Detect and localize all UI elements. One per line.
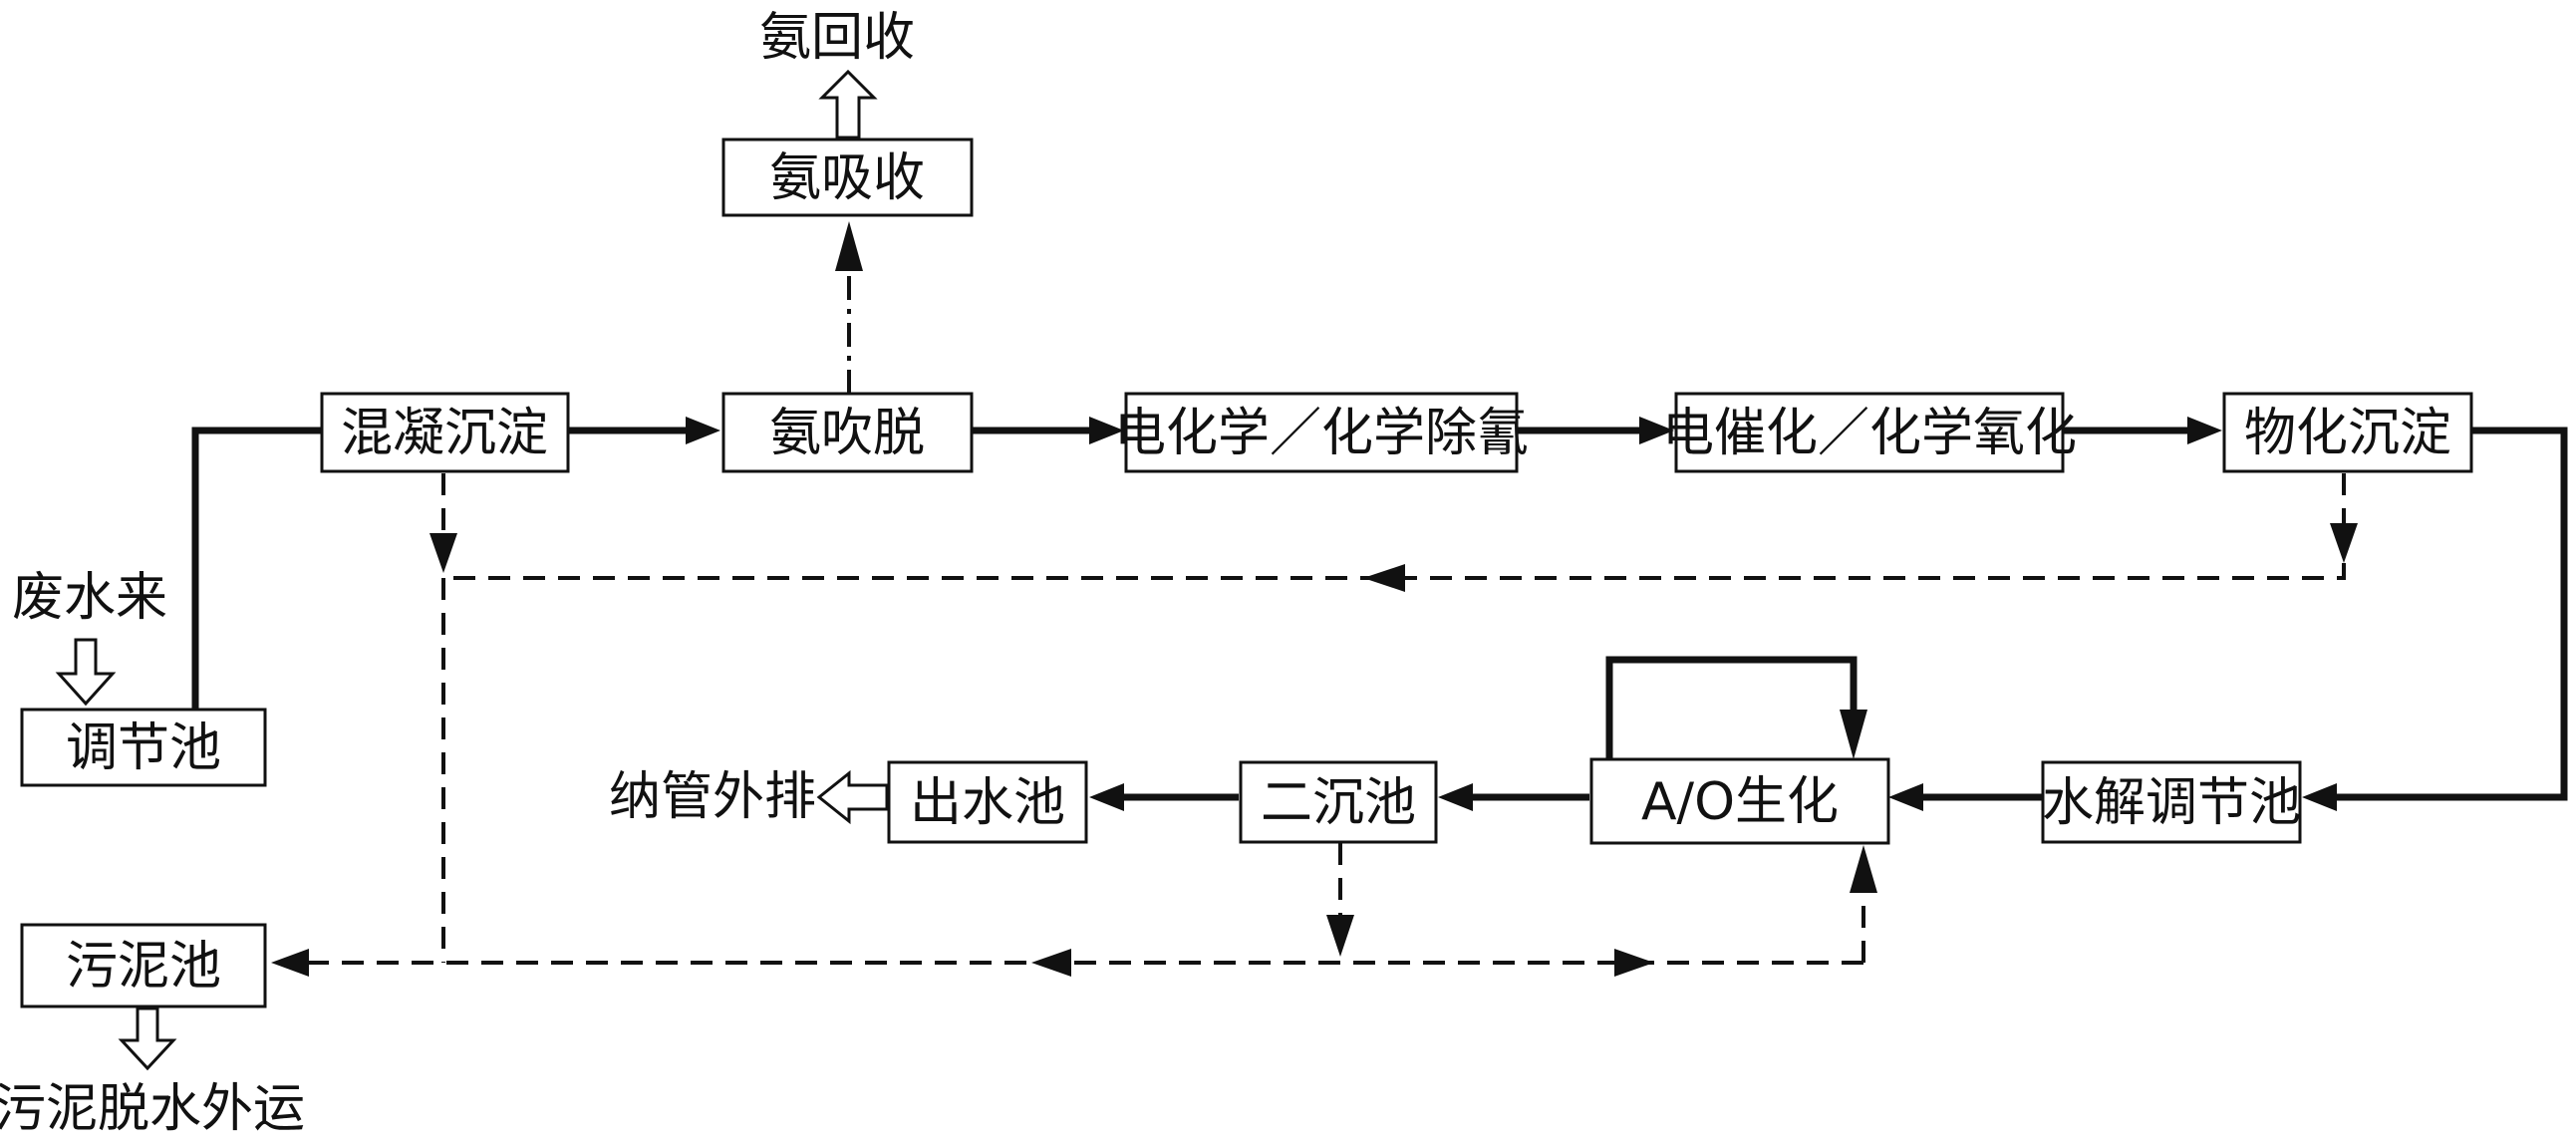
node-regulating-tank: 调节池 — [20, 708, 267, 787]
arrowhead-hydrolysis-in — [2302, 783, 2337, 811]
node-effluent-tank: 出水池 — [887, 760, 1088, 844]
sludge-upper-horizontal — [443, 563, 2346, 580]
node-label: 电化学／化学除氰 — [1114, 404, 1529, 463]
hollow-arrows — [55, 69, 889, 1071]
process-units: 调节池 混凝沉淀 氨吹脱 氨吸收 电化学／化学除氰 电催化／化学氧化 物化沉淀 — [20, 138, 2473, 1008]
node-hydrolysis-regulating-tank: 水解调节池 — [2041, 760, 2302, 844]
arrowhead-effluent-in — [1089, 783, 1124, 811]
node-label: 二沉池 — [1261, 773, 1416, 833]
node-label: 氨吸收 — [769, 148, 925, 208]
node-ammonia-absorption: 氨吸收 — [721, 138, 974, 217]
arrowhead-physchem-in — [2187, 417, 2222, 444]
node-label: 电催化／化学氧化 — [1662, 404, 2077, 463]
arrowhead-upper-sludge-left — [1363, 564, 1405, 592]
arrowhead-oxidation-in — [1639, 417, 1674, 444]
arrowhead-coag-sludge — [429, 533, 457, 573]
arrowhead-return-sludge-right — [1614, 949, 1654, 977]
label-wastewater-in: 废水来 — [12, 568, 167, 628]
arrowhead-cyanide-in — [1089, 417, 1124, 444]
node-label: 水解调节池 — [2042, 773, 2301, 833]
node-secondary-sedimentation: 二沉池 — [1239, 760, 1438, 844]
arrowhead-sludge-tank-in — [271, 949, 309, 977]
hollow-arrow-wastewater-in — [55, 638, 117, 707]
gas-flow-lines — [835, 221, 863, 394]
node-electrocatalytic-oxidation: 电催化／化学氧化 — [1662, 392, 2077, 473]
arrowhead-ao-recirculation — [1840, 710, 1867, 759]
hollow-arrow-ammonia-recovery — [818, 69, 878, 140]
label-ammonia-recovery: 氨回收 — [759, 8, 915, 68]
hollow-arrow-sludge-out — [118, 1006, 177, 1071]
node-label: 物化沉淀 — [2244, 404, 2451, 463]
arrowhead-absorption-in — [835, 221, 863, 271]
flow-physchem-to-hydrolysis — [2337, 427, 2568, 801]
arrowhead-secondary-in — [1438, 783, 1473, 811]
node-label: 混凝沉淀 — [341, 404, 548, 463]
flow-ao-recirculation — [1605, 656, 1858, 759]
arrowhead-return-sludge-ao — [1850, 845, 1877, 893]
sludge-flow-lines — [271, 473, 2358, 977]
free-labels: 氨回收 废水来 纳管外排 污泥脱水外运 — [0, 8, 915, 1139]
flow-regulating-to-coag — [191, 427, 324, 710]
arrowhead-bottom-left — [1031, 949, 1071, 977]
node-coag-sedimentation: 混凝沉淀 — [320, 392, 570, 473]
node-label: A/O生化 — [1641, 772, 1839, 832]
node-ao-biochemical: A/O生化 — [1589, 757, 1890, 845]
node-ammonia-stripping: 氨吹脱 — [721, 392, 974, 473]
arrowhead-ao-in — [1888, 783, 1923, 811]
node-label: 出水池 — [910, 773, 1065, 833]
node-sludge-tank: 污泥池 — [20, 923, 267, 1008]
node-label: 氨吹脱 — [769, 404, 925, 463]
arrowhead-physchem-sludge — [2330, 523, 2358, 563]
arrowhead-stripping-in — [686, 417, 720, 444]
node-electrochem-cyanide-removal: 电化学／化学除氰 — [1114, 392, 1529, 473]
node-label: 污泥池 — [66, 937, 221, 997]
water-flow-lines — [191, 417, 2568, 811]
hollow-arrow-sewer-discharge — [816, 769, 889, 825]
label-sludge-dewatering: 污泥脱水外运 — [0, 1079, 305, 1139]
node-physicochem-sedimentation: 物化沉淀 — [2222, 392, 2473, 473]
arrowhead-secondary-sludge — [1326, 915, 1354, 957]
node-label: 调节池 — [66, 718, 221, 778]
label-sewer-discharge: 纳管外排 — [609, 767, 816, 827]
